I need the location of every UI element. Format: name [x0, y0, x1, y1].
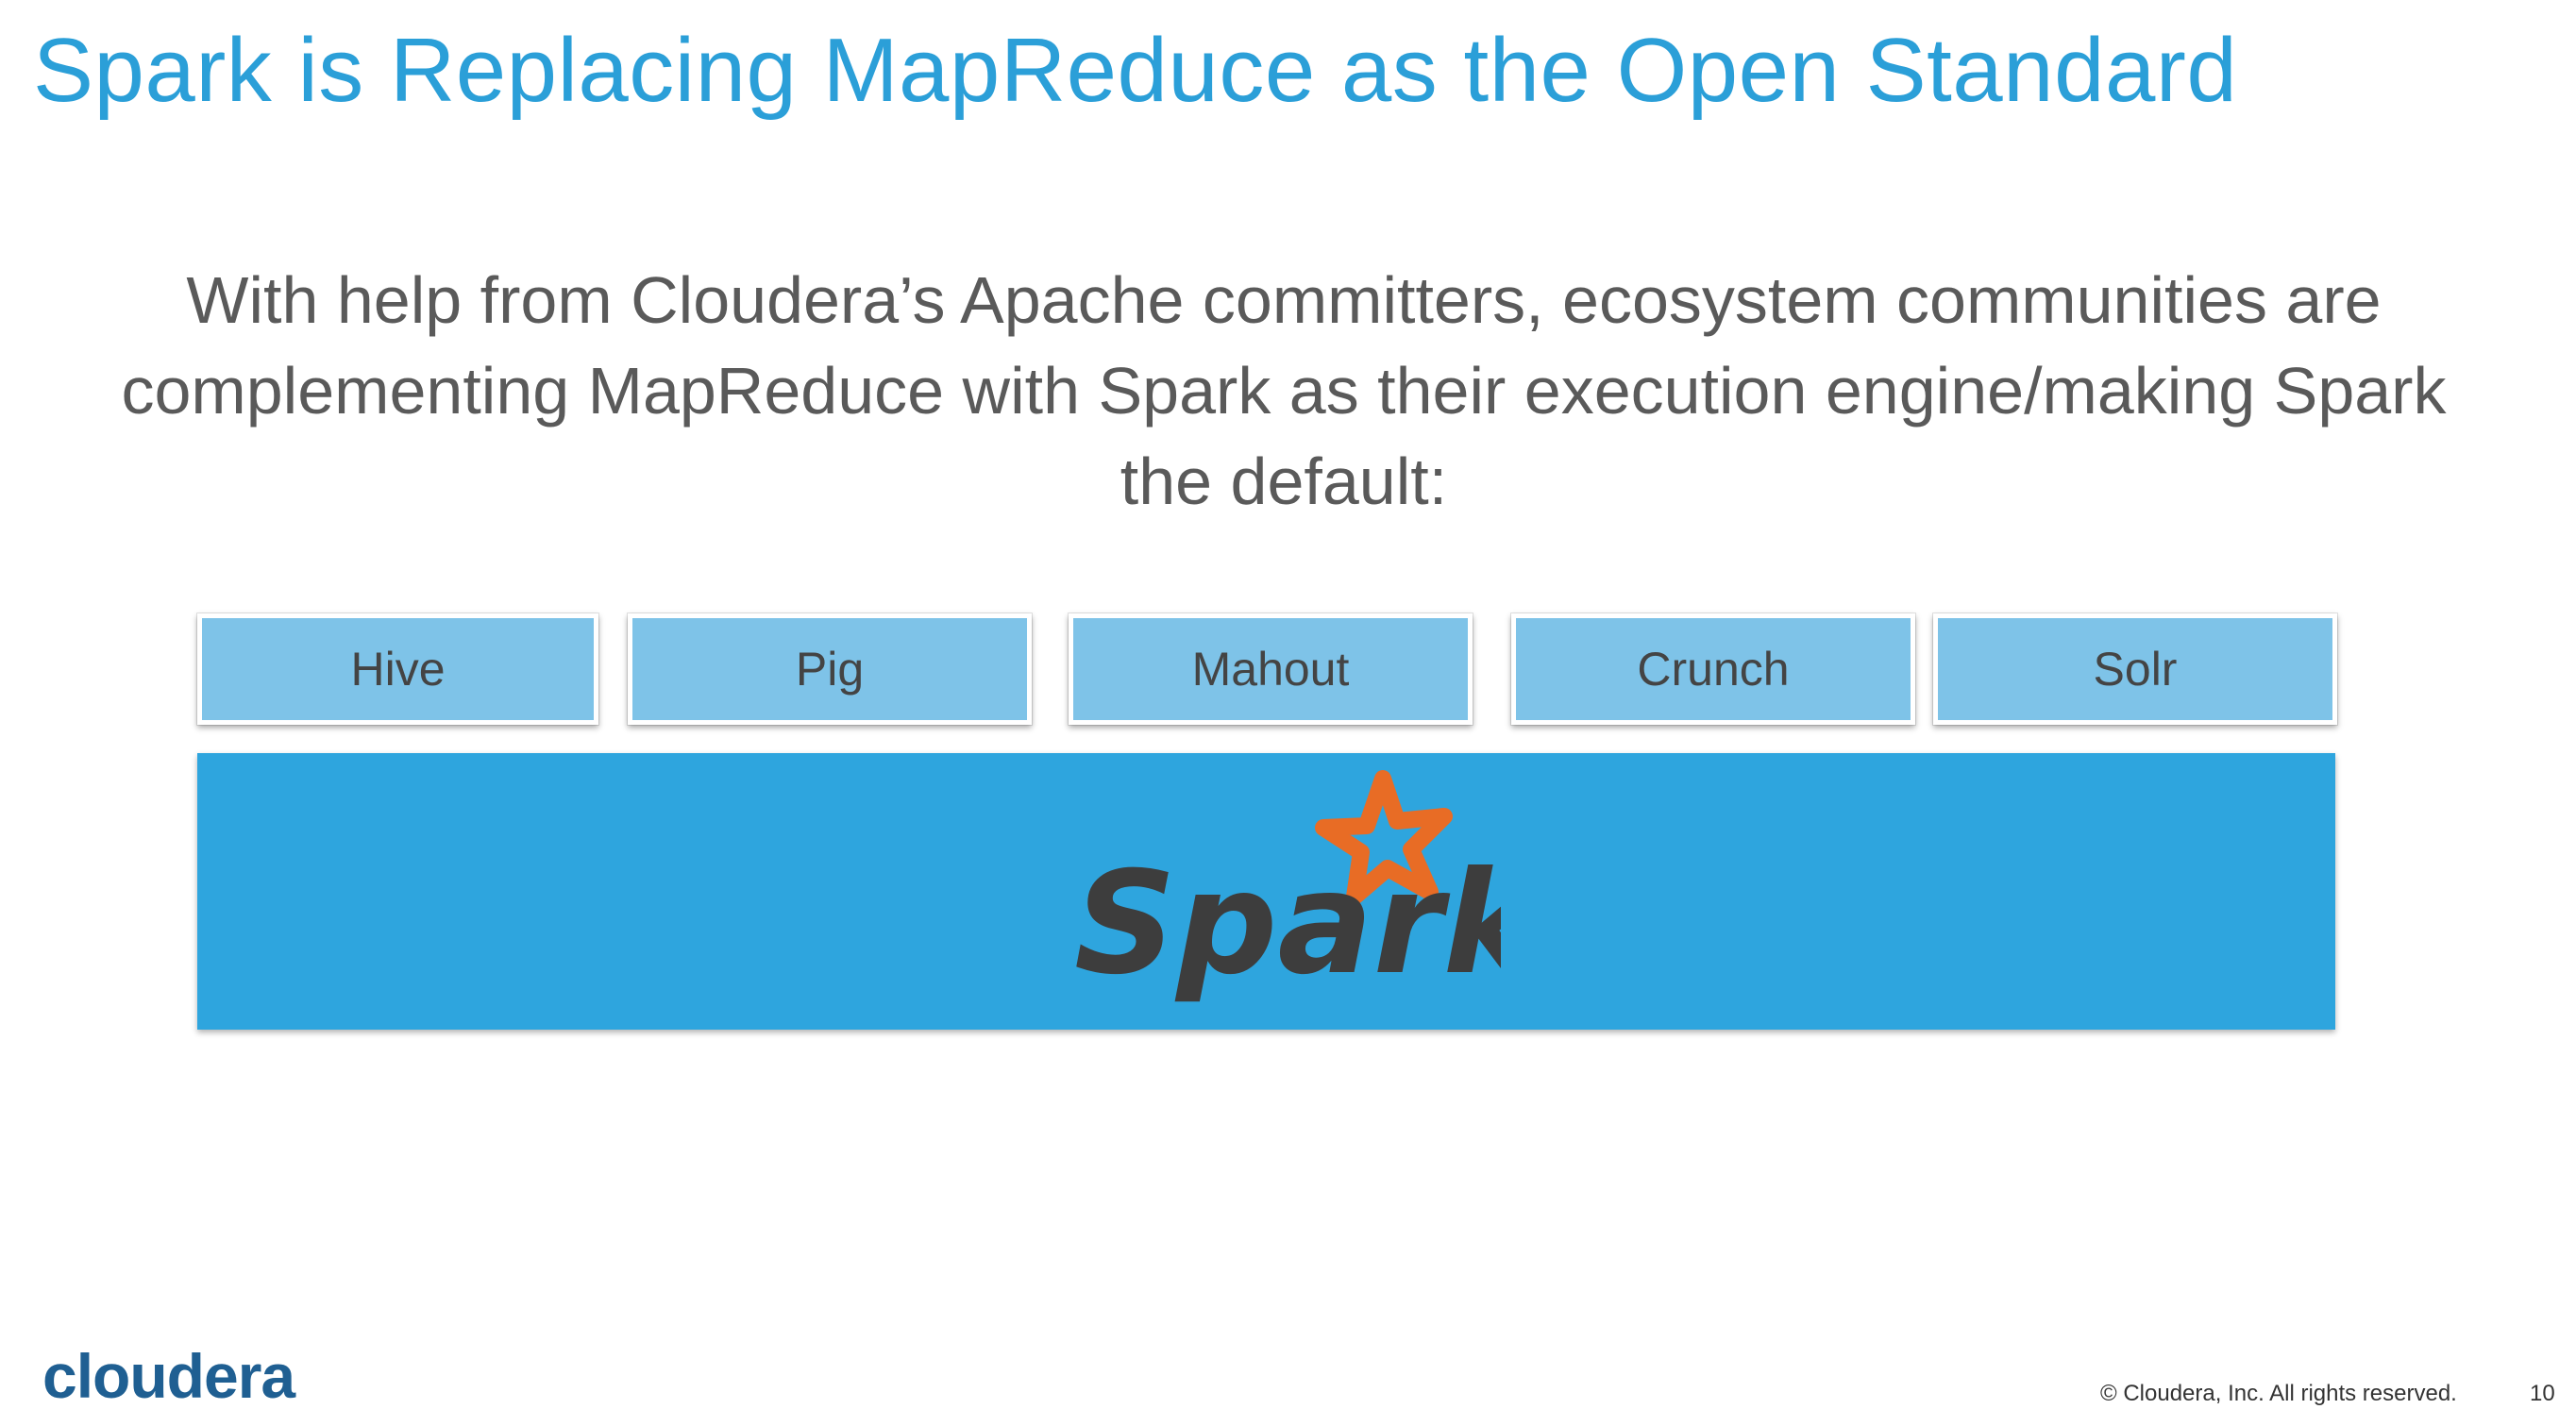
subtitle-line-2: complementing MapReduce with Spark as th… — [121, 354, 2447, 428]
slide-subtitle: With help from Cloudera’s Apache committ… — [57, 255, 2511, 527]
spark-engine-bar — [197, 753, 2335, 1030]
subtitle-line-3: the default: — [1120, 445, 1448, 518]
tool-box-crunch: Crunch — [1511, 613, 1915, 725]
tool-box-hive: Hive — [197, 613, 598, 725]
spark-logo-graphic: Spark — [1074, 770, 1501, 1006]
cloudera-logo: cloudera — [42, 1341, 295, 1411]
spark-logo: Spark — [1067, 769, 1501, 1015]
page-number: 10 — [2530, 1381, 2555, 1406]
subtitle-line-1: With help from Cloudera’s Apache committ… — [186, 263, 2382, 337]
copyright-notice: © Cloudera, Inc. All rights reserved. — [2100, 1381, 2457, 1406]
spark-logo-text: Spark — [1074, 842, 1501, 1006]
slide-title: Spark is Replacing MapReduce as the Open… — [33, 20, 2238, 121]
spark-star-icon — [1315, 770, 1453, 905]
tool-box-solr: Solr — [1933, 613, 2337, 725]
tool-box-pig: Pig — [628, 613, 1032, 725]
tool-box-mahout: Mahout — [1069, 613, 1473, 725]
